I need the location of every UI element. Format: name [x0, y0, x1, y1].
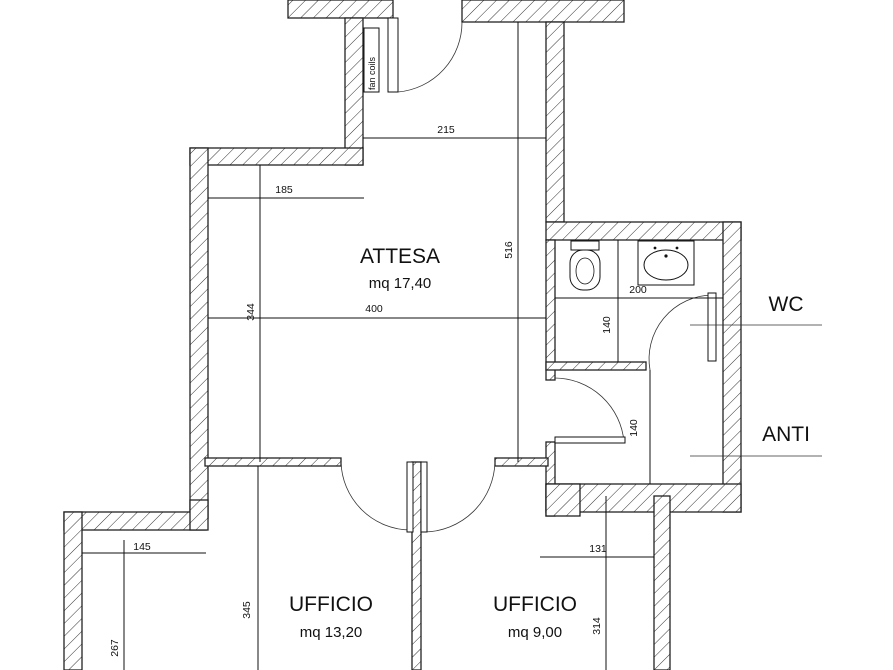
anti-door-leaf: [554, 436, 626, 444]
room-wc-label: WC: [769, 293, 804, 316]
room-ufficio-left-area: mq 13,20: [300, 624, 363, 641]
wall-wc-anti: [545, 361, 647, 371]
wall-attesa-top: [189, 147, 364, 166]
toilet-icon: [569, 240, 601, 291]
room-labels: ATTESA mq 17,40 UFFICIO mq 13,20 UFFICIO…: [289, 245, 810, 641]
wall-top-right: [461, 0, 625, 23]
room-ufficio-right-name: UFFICIO: [493, 593, 577, 616]
wall-corridor-right: [545, 21, 565, 223]
dim-131: 131: [589, 543, 607, 555]
office-left-door-swing: [340, 461, 411, 531]
sink-icon: [637, 240, 695, 286]
dim-314: 314: [591, 617, 603, 635]
dim-345: 345: [241, 601, 253, 619]
office-right-door-swing: [423, 461, 496, 533]
fan-coils-label: fan coils: [367, 56, 377, 90]
dim-215: 215: [437, 124, 455, 136]
walls: [63, 0, 742, 670]
dim-140-anti: 140: [628, 419, 640, 437]
dim-344: 344: [245, 303, 257, 321]
wall-top-left: [287, 0, 394, 19]
wall-left-office-left: [63, 511, 83, 670]
doors: [340, 17, 717, 533]
wall-left-office-step: [189, 499, 209, 531]
fan-coils-box: [363, 27, 380, 93]
room-ufficio-right-area: mq 9,00: [508, 624, 562, 641]
dimension-lines: 215 185 516 400 344 200 140 140 145 131 …: [82, 22, 822, 670]
dim-185: 185: [275, 184, 293, 196]
room-attesa-area: mq 17,40: [369, 275, 432, 292]
room-ufficio-left-name: UFFICIO: [289, 593, 373, 616]
dim-400: 400: [365, 303, 383, 315]
wall-wc-top: [545, 221, 742, 241]
wall-wc-right: [722, 221, 742, 513]
wall-anti-bottom-lower: [545, 483, 581, 517]
wall-left-office-top: [63, 511, 207, 531]
dim-140-wc: 140: [601, 316, 613, 334]
dim-516: 516: [503, 241, 515, 259]
wc-door-swing: [648, 294, 713, 371]
fixtures: fan coils: [363, 27, 695, 291]
room-anti-label: ANTI: [762, 423, 810, 446]
room-attesa-name: ATTESA: [360, 245, 440, 268]
wall-office-right: [653, 495, 671, 670]
wall-attesa-wc: [545, 239, 556, 381]
wc-door-leaf: [707, 292, 717, 362]
dim-145: 145: [133, 541, 151, 553]
wall-attesa-bottom-left: [204, 457, 342, 467]
office-right-door-leaf: [420, 461, 428, 533]
entrance-door-swing: [397, 21, 463, 93]
dim-200: 200: [629, 284, 647, 296]
wall-attesa-bottom-right: [494, 457, 549, 467]
anti-door-swing: [554, 377, 625, 443]
wall-corridor-left: [344, 17, 364, 166]
office-left-door-leaf: [406, 461, 414, 533]
entrance-door-leaf: [387, 17, 399, 93]
wall-office-partition: [411, 461, 422, 670]
dim-267: 267: [109, 639, 121, 657]
